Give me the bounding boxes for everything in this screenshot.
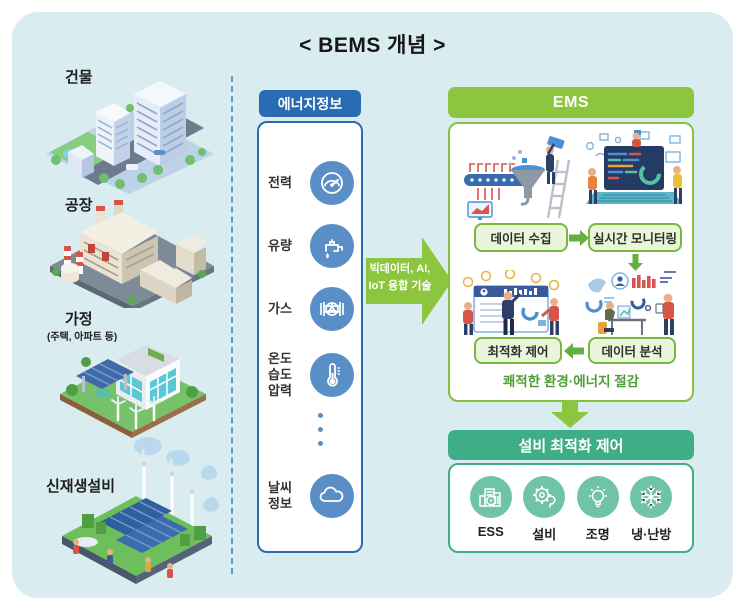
step-arrow-left-icon (564, 343, 584, 359)
energy-info-header: 에너지정보 (259, 90, 361, 117)
smart-home-illustration (60, 345, 206, 438)
transfer-arrow-label: 빅데이터, AI, IoT 융합 기술 (368, 263, 432, 293)
building-city-illustration (46, 81, 214, 194)
panel-arrow-down-icon (551, 401, 589, 428)
renewable-energy-illustration (62, 437, 220, 584)
facility-item-label: 설비 (532, 527, 557, 542)
source-label-renewable: 신재생설비 (46, 478, 116, 495)
cloud-icon (310, 474, 354, 518)
facility-item-label: 냉·난방 (631, 527, 672, 542)
energy-item-gas: 가스 (268, 286, 354, 332)
realtime-monitoring-illustration (585, 130, 682, 204)
facility-item-hvac: 냉·난방 (625, 476, 677, 543)
column-divider (231, 76, 233, 574)
facility-item-label: ESS (477, 524, 504, 539)
thermometer-icon (310, 353, 354, 397)
ems-step-realtime-monitoring: 실시간 모니터링 (588, 223, 682, 252)
lighting-icon (576, 476, 619, 518)
ems-panel: 데이터 수집 실시간 모니터링 (448, 122, 694, 402)
faucet-icon (310, 224, 354, 268)
ems-step-data-collection: 데이터 수집 (474, 223, 568, 252)
source-label-home: 가정 (65, 311, 93, 328)
hvac-icon (630, 476, 673, 518)
energy-item-flow: 유량 (268, 223, 354, 269)
data-analysis-illustration (585, 271, 676, 335)
step-arrow-down-icon (628, 254, 643, 271)
energy-item-label: 유량 (268, 237, 292, 253)
facility-item-equipment: 설비 (518, 476, 570, 543)
facility-item-ess: ESS (465, 476, 517, 539)
optimization-control-illustration (462, 270, 560, 335)
equipment-icon (523, 476, 566, 518)
facility-item-label: 조명 (585, 527, 610, 542)
energy-item-label: 전력 (268, 174, 292, 190)
source-label-building: 건물 (65, 69, 93, 86)
energy-item-temp-humidity-pressure: 온도 습도 압력 (268, 350, 354, 399)
facility-header: 설비 최적화 제어 (448, 430, 694, 460)
page-title: < BEMS 개념 > (299, 34, 446, 57)
valve-icon (310, 287, 354, 331)
energy-item-weather: 날씨 정보 (268, 473, 354, 519)
ellipsis-dots (318, 413, 323, 446)
energy-item-label: 날씨 정보 (268, 479, 292, 511)
ems-caption: 쾌적한 환경·에너지 절감 (502, 374, 640, 389)
energy-item-label: 가스 (268, 300, 292, 316)
factory-illustration (50, 200, 214, 308)
ems-header: EMS (448, 87, 694, 118)
energy-info-panel: 전력 유량 가스 온도 습도 압력 날씨 정보 (257, 121, 363, 553)
energy-item-power: 전력 (268, 160, 354, 206)
gauge-icon (310, 161, 354, 205)
transfer-arrow (366, 237, 452, 325)
ems-step-optimization-control: 최적화 제어 (474, 337, 562, 364)
facility-item-lighting: 조명 (572, 476, 624, 543)
step-arrow-right-icon (569, 230, 589, 246)
facility-panel: ESS 설비 조명 냉·난방 (448, 463, 694, 553)
source-label-factory: 공장 (65, 197, 93, 214)
ess-icon (469, 476, 512, 518)
data-collection-illustration (464, 136, 571, 220)
energy-item-label: 온도 습도 압력 (268, 350, 292, 399)
source-sublabel-home: (주택, 아파트 등) (47, 332, 118, 343)
ems-step-data-analysis: 데이터 분석 (588, 337, 676, 364)
